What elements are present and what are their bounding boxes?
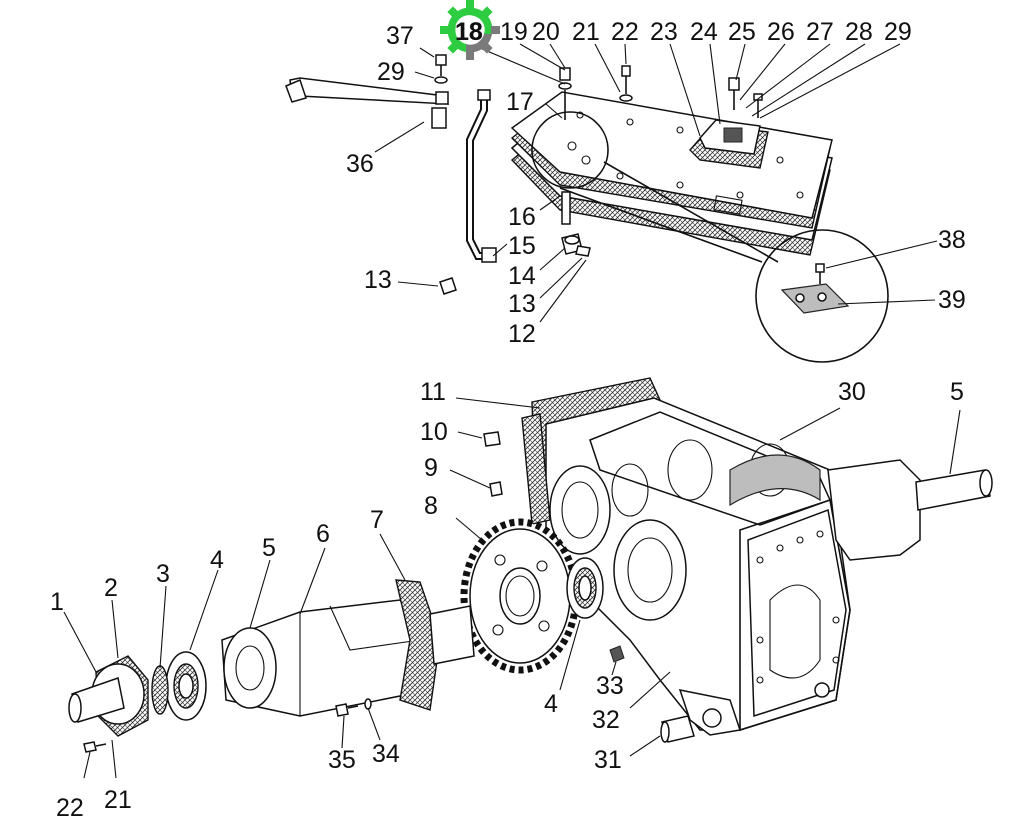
label-7: 7 <box>370 506 384 534</box>
label-21a: 21 <box>572 18 600 46</box>
label-3: 3 <box>156 560 170 588</box>
label-13a: 13 <box>364 266 392 294</box>
label-21b: 21 <box>104 786 132 814</box>
label-26: 26 <box>767 18 795 46</box>
bolt-35 <box>335 703 359 749</box>
label-37: 37 <box>386 22 414 50</box>
shift-lever-36 <box>285 77 450 153</box>
label-29b: 29 <box>884 18 912 46</box>
label-38: 38 <box>938 226 966 254</box>
label-33: 33 <box>596 672 624 700</box>
bolt-22-bottom <box>83 739 117 779</box>
label-15: 15 <box>508 232 536 260</box>
label-29a: 29 <box>377 58 405 86</box>
dowel-10 <box>457 431 501 447</box>
bolt-25-top <box>728 77 740 110</box>
bushing-31 <box>629 715 695 757</box>
label-31: 31 <box>594 746 622 774</box>
top-leaders <box>479 43 901 211</box>
bearing-4-right <box>559 557 604 691</box>
label-13b: 13 <box>508 290 536 318</box>
part-labels: 37 29 18 19 20 21 22 23 24 25 26 27 28 2… <box>50 18 966 822</box>
label-23: 23 <box>650 18 678 46</box>
label-35: 35 <box>328 746 356 774</box>
label-5b: 5 <box>950 378 964 406</box>
pin-16 <box>561 191 571 225</box>
fittings-12-14 <box>539 233 591 323</box>
label-30: 30 <box>838 378 866 406</box>
label-20: 20 <box>532 18 560 46</box>
label-1: 1 <box>50 588 64 616</box>
label-6: 6 <box>316 520 330 548</box>
label-19: 19 <box>500 18 528 46</box>
label-12: 12 <box>508 320 536 348</box>
gear-8 <box>455 517 580 674</box>
detail-circle-small <box>531 111 609 189</box>
bolt-22-top <box>621 65 631 94</box>
label-2: 2 <box>104 574 118 602</box>
label-25: 25 <box>728 18 756 46</box>
plug-13 <box>397 277 457 295</box>
top-cover-assembly <box>510 65 833 263</box>
label-4b: 4 <box>544 690 558 718</box>
plug-33 <box>609 645 625 676</box>
left-shaft-assembly <box>63 533 475 737</box>
label-9: 9 <box>424 454 438 482</box>
label-28: 28 <box>845 18 873 46</box>
label-18-overlay: 18 <box>455 18 483 46</box>
bolt-29-top <box>753 93 763 118</box>
label-27: 27 <box>806 18 834 46</box>
pin-9 <box>449 469 503 497</box>
label-39: 39 <box>938 286 966 314</box>
label-17: 17 <box>506 88 534 116</box>
gearbox-housing <box>531 377 851 736</box>
label-10: 10 <box>420 418 448 446</box>
washer-34 <box>364 698 381 741</box>
label-8: 8 <box>424 492 438 520</box>
label-14: 14 <box>508 262 536 290</box>
label-22b: 22 <box>56 794 84 822</box>
label-5a: 5 <box>262 534 276 562</box>
label-11: 11 <box>420 378 446 406</box>
washer-21-top <box>619 94 633 102</box>
cover-plate-17 <box>510 91 833 219</box>
label-22a: 22 <box>611 18 639 46</box>
label-32: 32 <box>592 706 620 734</box>
label-4a: 4 <box>210 546 224 574</box>
bolt-37 <box>414 47 448 84</box>
label-34: 34 <box>372 740 400 768</box>
output-shaft-5 <box>827 409 993 561</box>
label-36: 36 <box>346 150 374 178</box>
label-16: 16 <box>508 203 536 231</box>
oil-pipe-15 <box>466 89 508 263</box>
detail-circle-38-39 <box>755 229 938 363</box>
label-24: 24 <box>690 18 718 46</box>
